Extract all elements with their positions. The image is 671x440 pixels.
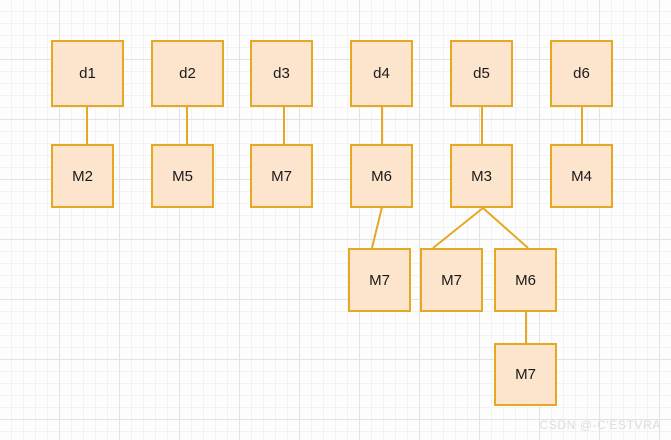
node-m6_r3[interactable]: M6 [494, 248, 557, 312]
node-label: M4 [571, 167, 592, 185]
node-label: M7 [369, 271, 390, 289]
node-label: d1 [79, 65, 96, 82]
node-m4_r2[interactable]: M4 [550, 144, 613, 208]
edge-m6_r2-to-m7_r3a [371, 206, 383, 249]
node-m7_r2[interactable]: M7 [250, 144, 313, 208]
edge-m3_r2-to-m6_r3 [482, 207, 529, 249]
node-d3[interactable]: d3 [250, 40, 313, 107]
node-label: M7 [515, 366, 536, 383]
node-label: d5 [473, 65, 490, 82]
node-m6_r2[interactable]: M6 [350, 144, 413, 208]
node-label: d4 [373, 65, 390, 82]
node-m2_r2[interactable]: M2 [51, 144, 114, 208]
edge-m3_r2-to-m7_r3b [432, 207, 484, 249]
node-label: M7 [271, 167, 292, 185]
node-label: d2 [179, 65, 196, 82]
node-m7_r3a[interactable]: M7 [348, 248, 411, 312]
node-d5[interactable]: d5 [450, 40, 513, 107]
node-d1[interactable]: d1 [51, 40, 124, 107]
node-m3_r2[interactable]: M3 [450, 144, 513, 208]
node-label: M3 [471, 167, 492, 185]
node-m7_r4[interactable]: M7 [494, 343, 557, 406]
node-d2[interactable]: d2 [151, 40, 224, 107]
node-label: d6 [573, 65, 590, 82]
node-label: M7 [441, 271, 462, 289]
node-m5_r2[interactable]: M5 [151, 144, 214, 208]
node-label: d3 [273, 65, 290, 82]
node-label: M6 [371, 167, 392, 185]
node-label: M2 [72, 167, 93, 185]
node-label: M6 [515, 271, 536, 289]
node-m7_r3b[interactable]: M7 [420, 248, 483, 312]
node-d4[interactable]: d4 [350, 40, 413, 107]
watermark: CSDN @-C'ESTVRA [539, 418, 661, 432]
node-label: M5 [172, 167, 193, 185]
node-d6[interactable]: d6 [550, 40, 613, 107]
